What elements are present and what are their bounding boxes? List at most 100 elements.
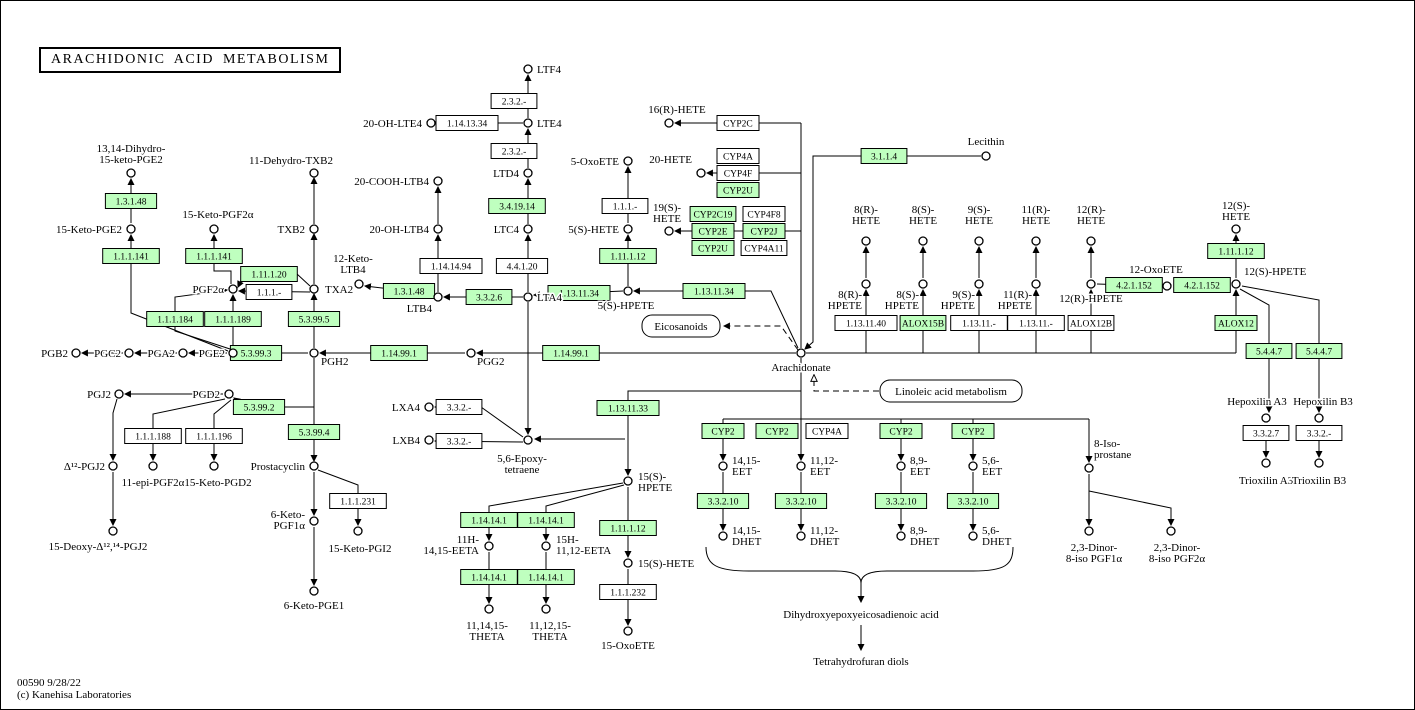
compound-prostacyclin[interactable] <box>309 461 319 471</box>
enzyme-box-CYP2[interactable]: CYP2 <box>879 423 923 439</box>
enzyme-box-CYP4F8[interactable]: CYP4F8 <box>742 206 786 222</box>
enzyme-box-3.3.2.10[interactable]: 3.3.2.10 <box>874 493 928 509</box>
compound-11r-hete[interactable] <box>1031 236 1041 246</box>
compound-15-deoxy-pgj2[interactable] <box>108 526 118 536</box>
compound-ltb4[interactable] <box>433 292 443 302</box>
compound-12-oxoete[interactable] <box>1162 281 1172 291</box>
enzyme-box-1.11.1.12[interactable]: 1.11.1.12 <box>1207 243 1265 259</box>
compound-15-oxoete[interactable] <box>623 626 633 636</box>
enzyme-box-1.3.1.48[interactable]: 1.3.1.48 <box>104 193 158 209</box>
enzyme-box-1.13.11.33[interactable]: 1.13.11.33 <box>596 400 660 416</box>
enzyme-box-3.4.19.14[interactable]: 3.4.19.14 <box>488 198 546 214</box>
compound-89-dhet[interactable] <box>896 531 906 541</box>
enzyme-box-1.1.1.141[interactable]: 1.1.1.141 <box>102 248 160 264</box>
compound-56-epoxytetraene[interactable] <box>523 435 533 445</box>
compound-15h-1112-eeta[interactable] <box>541 541 551 551</box>
enzyme-box-1.3.1.48[interactable]: 1.3.1.48 <box>382 283 436 299</box>
enzyme-box-1.14.14.94[interactable]: 1.14.14.94 <box>419 258 483 274</box>
enzyme-box-3.3.2.7[interactable]: 3.3.2.7 <box>1242 425 1290 441</box>
compound-56-eet[interactable] <box>968 461 978 471</box>
enzyme-box-5.4.4.7[interactable]: 5.4.4.7 <box>1245 343 1293 359</box>
compound-9s-hete[interactable] <box>974 236 984 246</box>
compound-11-epi-pgf2a[interactable] <box>148 461 158 471</box>
enzyme-box-CYP2C19[interactable]: CYP2C19 <box>689 206 737 222</box>
compound-pgb2[interactable] <box>71 348 81 358</box>
compound-txb2[interactable] <box>309 224 319 234</box>
enzyme-box-2.3.2.-[interactable]: 2.3.2.- <box>490 143 538 159</box>
compound-23-dinor-8-iso-pgf1a[interactable] <box>1084 526 1094 536</box>
compound-arachidonate[interactable] <box>796 348 806 358</box>
enzyme-box-1.13.11.40[interactable]: 1.13.11.40 <box>834 315 898 331</box>
enzyme-box-4.4.1.20[interactable]: 4.4.1.20 <box>495 258 549 274</box>
pathway-ref-linoleic-acid-metabolism[interactable]: Linoleic acid metabolism <box>879 379 1023 403</box>
compound-1112-eet[interactable] <box>796 461 806 471</box>
enzyme-box-1.1.1.196[interactable]: 1.1.1.196 <box>185 428 243 444</box>
compound-5-oxoete[interactable] <box>623 156 633 166</box>
compound-20-oh-lte4[interactable] <box>426 118 436 128</box>
enzyme-box-3.3.2.-[interactable]: 3.3.2.- <box>1295 425 1343 441</box>
compound-pge2[interactable] <box>228 348 238 358</box>
enzyme-box-CYP2[interactable]: CYP2 <box>701 423 745 439</box>
compound-ltf4[interactable] <box>523 64 533 74</box>
compound-lxb4[interactable] <box>424 435 434 445</box>
compound-15s-hpete[interactable] <box>623 476 633 486</box>
enzyme-box-CYP2E[interactable]: CYP2E <box>691 223 735 239</box>
compound-15-keto-pgi2[interactable] <box>353 526 363 536</box>
compound-111415-theta[interactable] <box>484 604 494 614</box>
enzyme-box-1.1.1.-[interactable]: 1.1.1.- <box>601 198 649 214</box>
enzyme-box-CYP2[interactable]: CYP2 <box>951 423 995 439</box>
compound-8s-hete[interactable] <box>918 236 928 246</box>
enzyme-box-3.3.2.6[interactable]: 3.3.2.6 <box>465 289 513 305</box>
enzyme-box-5.3.99.2[interactable]: 5.3.99.2 <box>232 399 286 415</box>
compound-trioxilin-a3[interactable] <box>1261 458 1271 468</box>
enzyme-box-5.3.99.5[interactable]: 5.3.99.5 <box>287 311 341 327</box>
compound-ltc4[interactable] <box>523 224 533 234</box>
compound-15s-hete[interactable] <box>623 558 633 568</box>
enzyme-box-CYP4A11[interactable]: CYP4A11 <box>740 240 788 256</box>
compound-12r-hete[interactable] <box>1086 236 1096 246</box>
enzyme-box-3.3.2.-[interactable]: 3.3.2.- <box>435 399 483 415</box>
enzyme-box-ALOX12B[interactable]: ALOX12B <box>1067 315 1115 331</box>
enzyme-box-1.1.1.184[interactable]: 1.1.1.184 <box>146 311 204 327</box>
enzyme-box-1.14.14.1[interactable]: 1.14.14.1 <box>517 569 575 585</box>
compound-8r-hpete[interactable] <box>861 279 871 289</box>
enzyme-box-ALOX15B[interactable]: ALOX15B <box>899 315 947 331</box>
enzyme-box-1.1.1.231[interactable]: 1.1.1.231 <box>329 493 387 509</box>
compound-pgf2a[interactable] <box>228 284 238 294</box>
compound-delta12-pgj2[interactable] <box>108 461 118 471</box>
compound-20-hete[interactable] <box>696 168 706 178</box>
enzyme-box-CYP2J[interactable]: CYP2J <box>742 223 786 239</box>
compound-pgc2[interactable] <box>124 348 134 358</box>
compound-hepoxilin-b3[interactable] <box>1314 413 1324 423</box>
enzyme-box-1.13.11.34[interactable]: 1.13.11.34 <box>547 285 611 301</box>
enzyme-box-1.13.11.-[interactable]: 1.13.11.- <box>1007 315 1065 331</box>
compound-hepoxilin-a3[interactable] <box>1261 413 1271 423</box>
enzyme-box-CYP4A[interactable]: CYP4A <box>805 423 849 439</box>
compound-56-dhet[interactable] <box>968 531 978 541</box>
compound-5s-hete[interactable] <box>623 224 633 234</box>
compound-12-keto-ltb4[interactable] <box>354 279 364 289</box>
compound-11-dehydro-txb2[interactable] <box>309 168 319 178</box>
compound-11h-1415-eeta[interactable] <box>484 541 494 551</box>
enzyme-box-2.3.2.-[interactable]: 2.3.2.- <box>490 93 538 109</box>
compound-15-keto-pgd2[interactable] <box>209 461 219 471</box>
enzyme-box-CYP2U[interactable]: CYP2U <box>691 240 735 256</box>
compound-pgg2[interactable] <box>466 348 476 358</box>
compound-pgj2[interactable] <box>114 389 124 399</box>
compound-12r-hpete[interactable] <box>1086 279 1096 289</box>
enzyme-box-1.1.1.189[interactable]: 1.1.1.189 <box>204 311 262 327</box>
enzyme-box-CYP2C[interactable]: CYP2C <box>716 115 760 131</box>
enzyme-box-1.11.1.20[interactable]: 1.11.1.20 <box>240 266 298 282</box>
enzyme-box-1.11.1.12[interactable]: 1.11.1.12 <box>599 520 657 536</box>
compound-20-cooh-ltb4[interactable] <box>433 176 443 186</box>
compound-12s-hete[interactable] <box>1231 224 1241 234</box>
enzyme-box-5.3.99.4[interactable]: 5.3.99.4 <box>287 424 341 440</box>
enzyme-box-CYP2U[interactable]: CYP2U <box>716 182 760 198</box>
compound-pga2[interactable] <box>178 348 188 358</box>
enzyme-box-3.3.2.10[interactable]: 3.3.2.10 <box>946 493 1000 509</box>
enzyme-box-1.1.1.141[interactable]: 1.1.1.141 <box>185 248 243 264</box>
compound-1314-dihydro-15-keto-pge2[interactable] <box>126 168 136 178</box>
compound-1112-dhet[interactable] <box>796 531 806 541</box>
enzyme-box-3.3.2.-[interactable]: 3.3.2.- <box>435 433 483 449</box>
compound-11r-hpete[interactable] <box>1031 279 1041 289</box>
